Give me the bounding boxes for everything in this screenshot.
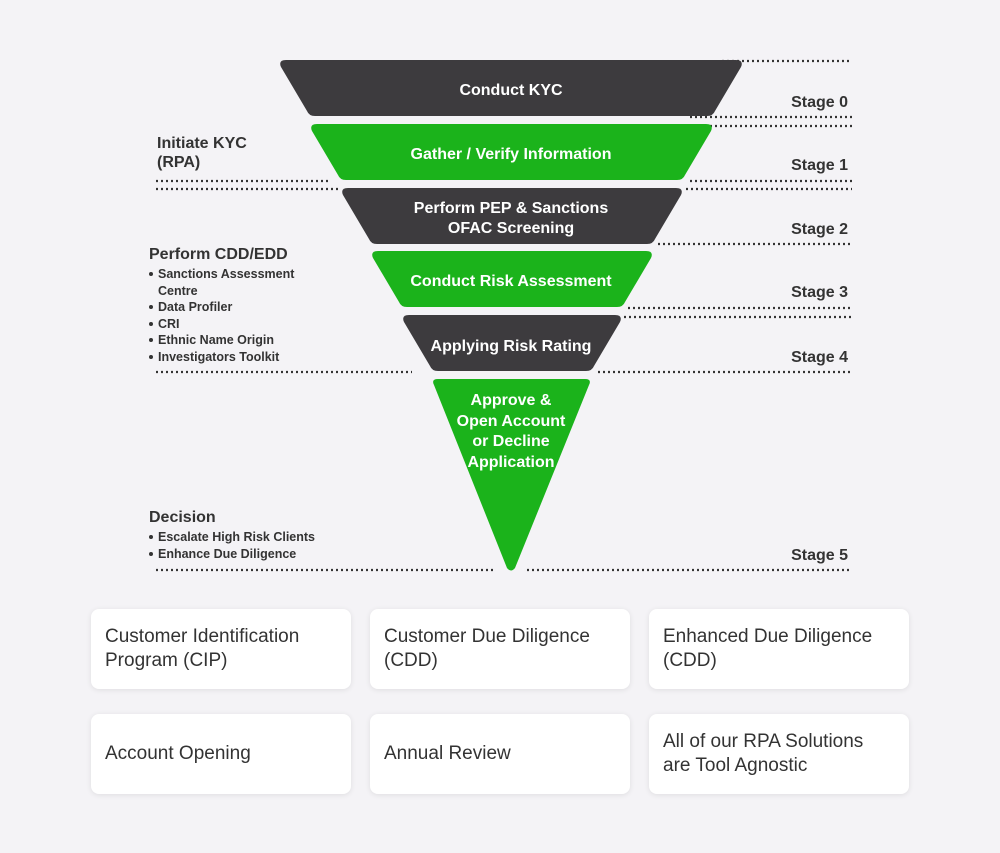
card-line: Customer Identification: [105, 626, 300, 647]
stage-labels: Stage 0 Stage 1 Stage 2 Stage 3 Stage 4 Stage…: [791, 94, 848, 564]
funnel-segment-label: Conduct KYC: [459, 82, 563, 99]
cdd-edd-item: Sanctions Assessment: [149, 266, 294, 283]
funnel-segment-label: Applying Risk Rating: [431, 338, 592, 355]
funnel-segment: [403, 315, 621, 371]
cdd-edd-item: CRI: [149, 316, 294, 333]
card-line: All of our RPA Solutions: [663, 731, 864, 752]
decision-item: Escalate High Risk Clients: [149, 529, 315, 546]
stage-label: Stage 1: [791, 157, 848, 174]
cdd-edd-annotation: Perform CDD/EDD Sanctions Assessment Cen…: [149, 245, 294, 365]
card-line: Enhanced Due Diligence: [663, 626, 873, 647]
stage-label: Stage 3: [791, 284, 848, 301]
decision-title: Decision: [149, 509, 216, 526]
decision-annotation: Decision Escalate High Risk Clients Enha…: [149, 508, 315, 562]
stage-label: Stage 0: [791, 94, 848, 111]
card-line: are Tool Agnostic: [663, 755, 808, 776]
funnel-segment-label: OFAC Screening: [448, 220, 574, 237]
initiate-kyc-title: Initiate KYC: [157, 135, 247, 152]
cdd-edd-item-continuation: Centre: [158, 283, 198, 298]
card-line: (CDD): [663, 650, 717, 671]
funnel-segment-label: Approve &: [471, 392, 552, 409]
decision-item: Enhance Due Diligence: [149, 546, 315, 563]
funnel-segment: [280, 60, 742, 116]
initiate-kyc-subtitle: (RPA): [157, 154, 201, 171]
funnel-segment-label: Perform PEP & Sanctions: [414, 200, 609, 217]
cdd-edd-list: Sanctions Assessment Centre Data Profile…: [149, 266, 294, 365]
stage-label: Stage 4: [791, 349, 848, 366]
card-tool-agnostic: All of our RPA Solutions are Tool Agnosti…: [649, 714, 909, 794]
card-cdd: Customer Due Diligence (CDD): [370, 609, 630, 689]
funnel-segment: [342, 188, 682, 244]
card-annual-review: Annual Review: [370, 714, 630, 794]
cdd-edd-item: Data Profiler: [149, 299, 294, 316]
stage-label: Stage 2: [791, 221, 848, 238]
card-line: Annual Review: [384, 743, 511, 764]
funnel-segment-label: Conduct Risk Assessment: [410, 273, 612, 290]
cdd-edd-item: Investigators Toolkit: [149, 349, 294, 366]
card-line: (CDD): [384, 650, 438, 671]
initiate-kyc-annotation: Initiate KYC (RPA): [157, 134, 247, 172]
funnel-segment: [372, 251, 652, 307]
card-account-opening: Account Opening: [91, 714, 351, 794]
cdd-edd-item: Ethnic Name Origin: [149, 332, 294, 349]
card-line: Program (CIP): [105, 650, 228, 671]
funnel-segment-label: Application: [467, 454, 554, 471]
card-line: Account Opening: [105, 743, 251, 764]
kyc-funnel-diagram: Conduct KYC Gather / Verify InformationPe…: [156, 59, 852, 572]
funnel-segment: [311, 124, 712, 180]
cdd-edd-title: Perform CDD/EDD: [149, 246, 288, 263]
card-line: Customer Due Diligence: [384, 626, 590, 647]
funnel-segment-label: Gather / Verify Information: [411, 146, 612, 163]
decision-list: Escalate High Risk Clients Enhance Due D…: [149, 529, 315, 562]
stage-divider-lines: [156, 59, 852, 572]
funnel-segment-label: or Decline: [472, 433, 549, 450]
card-edd: Enhanced Due Diligence (CDD): [649, 609, 909, 689]
funnel-segments: Conduct KYC Gather / Verify InformationPe…: [280, 60, 742, 571]
stage-label: Stage 5: [791, 547, 848, 564]
funnel-segment-label: Open Account: [457, 413, 566, 430]
funnel-segment: [433, 379, 590, 571]
